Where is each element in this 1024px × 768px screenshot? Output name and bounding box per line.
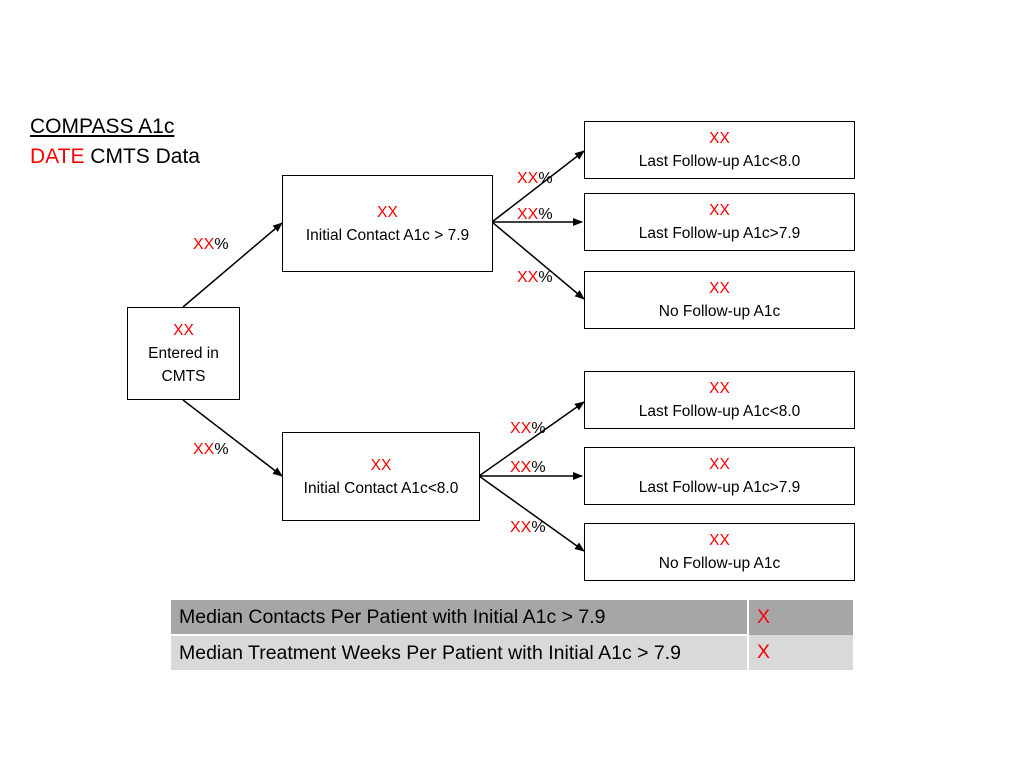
node-count: XX xyxy=(709,532,730,549)
arrow-bottom-to-child1 xyxy=(478,401,585,477)
title-line1: COMPASS A1c xyxy=(30,115,175,138)
node-count: XX xyxy=(709,130,730,147)
row-label: Median Contacts Per Patient with Initial… xyxy=(171,600,749,636)
arrow-bottom-to-child3 xyxy=(478,475,585,552)
edge-percent-label: XX% xyxy=(510,459,546,476)
table-row: Median Contacts Per Patient with Initial… xyxy=(171,600,853,636)
outcome-node: XX Last Follow-up A1c<8.0 xyxy=(584,121,855,179)
edge-percent-label: XX% xyxy=(517,206,553,223)
node-count: XX xyxy=(173,322,194,339)
row-value: X xyxy=(748,600,853,635)
edge-percent-label: XX% xyxy=(517,170,553,187)
outcome-node: XX No Follow-up A1c xyxy=(584,523,855,581)
title-rest: CMTS Data xyxy=(90,145,200,168)
node-label: Last Follow-up A1c<8.0 xyxy=(638,403,801,420)
edge-percent-label: XX% xyxy=(193,441,229,458)
outcome-node: XX Last Follow-up A1c>7.9 xyxy=(584,447,855,505)
title-line2: DATE CMTS Data xyxy=(30,142,200,172)
row-value: X xyxy=(748,635,853,670)
root-node: XX Entered in CMTS xyxy=(127,307,240,400)
outcome-node: XX No Follow-up A1c xyxy=(584,271,855,329)
node-label: CMTS xyxy=(161,368,206,385)
edge-percent-label: XX% xyxy=(510,519,546,536)
page-title: COMPASS A1c DATE CMTS Data xyxy=(30,112,200,172)
node-label: No Follow-up A1c xyxy=(658,555,781,572)
arrow-root-to-bottom xyxy=(182,399,283,477)
node-label: Last Follow-up A1c>7.9 xyxy=(638,225,801,242)
edge-percent-label: XX% xyxy=(193,236,229,253)
title-date: DATE xyxy=(30,145,85,168)
edge-percent-label: XX% xyxy=(517,269,553,286)
outcome-node: XX Last Follow-up A1c<8.0 xyxy=(584,371,855,429)
row-label: Median Treatment Weeks Per Patient with … xyxy=(171,635,749,670)
node-label: Initial Contact A1c<8.0 xyxy=(303,479,459,497)
summary-table: Median Contacts Per Patient with Initial… xyxy=(171,600,853,670)
node-label: No Follow-up A1c xyxy=(658,303,781,320)
node-count: XX xyxy=(370,456,392,474)
arrow-top-to-child3 xyxy=(491,221,585,300)
outcome-node: XX Last Follow-up A1c>7.9 xyxy=(584,193,855,251)
node-label: Last Follow-up A1c>7.9 xyxy=(638,479,801,496)
node-label: Last Follow-up A1c<8.0 xyxy=(638,153,801,170)
node-count: XX xyxy=(709,280,730,297)
initial-contact-low-node: XX Initial Contact A1c<8.0 xyxy=(282,432,480,521)
table-row: Median Treatment Weeks Per Patient with … xyxy=(171,635,853,670)
arrow-top-to-child1 xyxy=(491,150,585,223)
node-label: Initial Contact A1c > 7.9 xyxy=(305,226,470,244)
node-count: XX xyxy=(709,380,730,397)
node-count: XX xyxy=(709,456,730,473)
edge-percent-label: XX% xyxy=(510,420,546,437)
node-label: Entered in xyxy=(148,345,219,362)
arrow-root-to-top xyxy=(182,222,283,308)
initial-contact-high-node: XX Initial Contact A1c > 7.9 xyxy=(282,175,493,272)
node-count: XX xyxy=(377,203,398,221)
node-count: XX xyxy=(709,202,730,219)
